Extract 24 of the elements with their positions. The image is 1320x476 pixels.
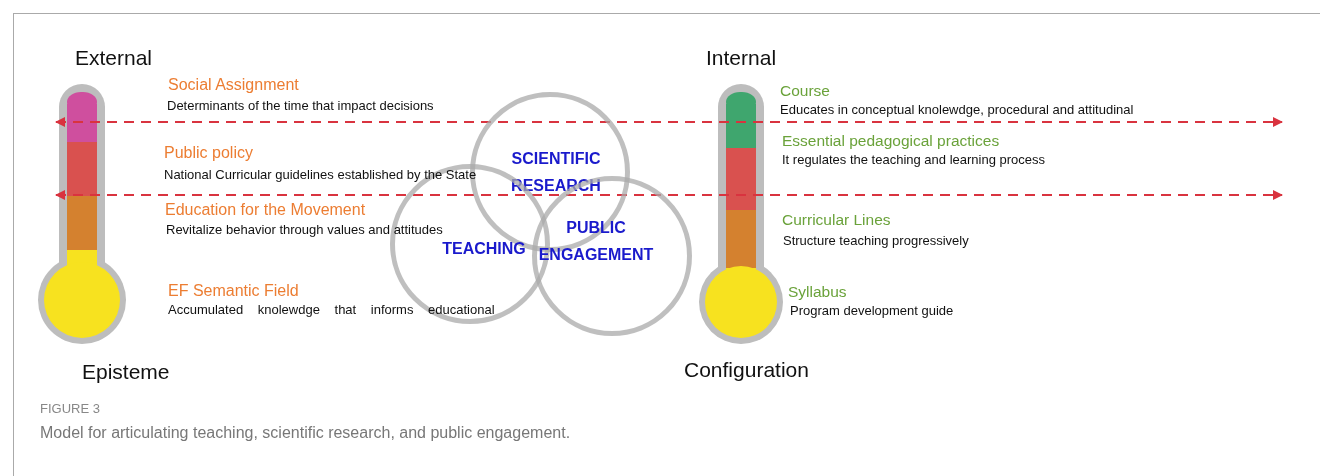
description-text: Accumulated knolewdge that informs educational bbox=[168, 303, 495, 318]
description-text: Revitalize behavior through values and attitudes bbox=[166, 223, 443, 238]
circle-label: SCIENTIFIC RESEARCH bbox=[510, 149, 602, 196]
category-heading: Essential pedagogical practices bbox=[782, 132, 1000, 150]
figure-number: FIGURE 3 bbox=[40, 402, 100, 417]
figure-caption: Model for articulating teaching, scientific research, and public engagement. bbox=[40, 424, 571, 443]
description-text: It regulates the teaching and learning process bbox=[782, 153, 1046, 168]
title-label: External bbox=[75, 46, 153, 71]
title-label: Episteme bbox=[82, 360, 170, 385]
description-text: Determinants of the time that impact decisions bbox=[167, 99, 434, 114]
description-text: Program development guide bbox=[790, 304, 954, 319]
category-heading: Course bbox=[780, 82, 830, 100]
description-text: Structure teaching progressively bbox=[783, 234, 969, 249]
description-text: Educates in conceptual knolewdge, procedural and attitudinal bbox=[780, 103, 1134, 118]
category-heading: EF Semantic Field bbox=[168, 282, 299, 301]
title-label: Configuration bbox=[684, 358, 809, 383]
category-heading: Syllabus bbox=[788, 283, 847, 301]
category-heading: Social Assignment bbox=[168, 76, 299, 95]
circle-label: PUBLIC ENGAGEMENT bbox=[537, 218, 655, 265]
category-heading: Public policy bbox=[164, 144, 253, 163]
category-heading: Education for the Movement bbox=[165, 201, 366, 220]
category-heading: Curricular Lines bbox=[782, 211, 891, 229]
title-label: Internal bbox=[706, 46, 777, 71]
description-text: National Curricular guidelines established by the State bbox=[164, 168, 477, 183]
